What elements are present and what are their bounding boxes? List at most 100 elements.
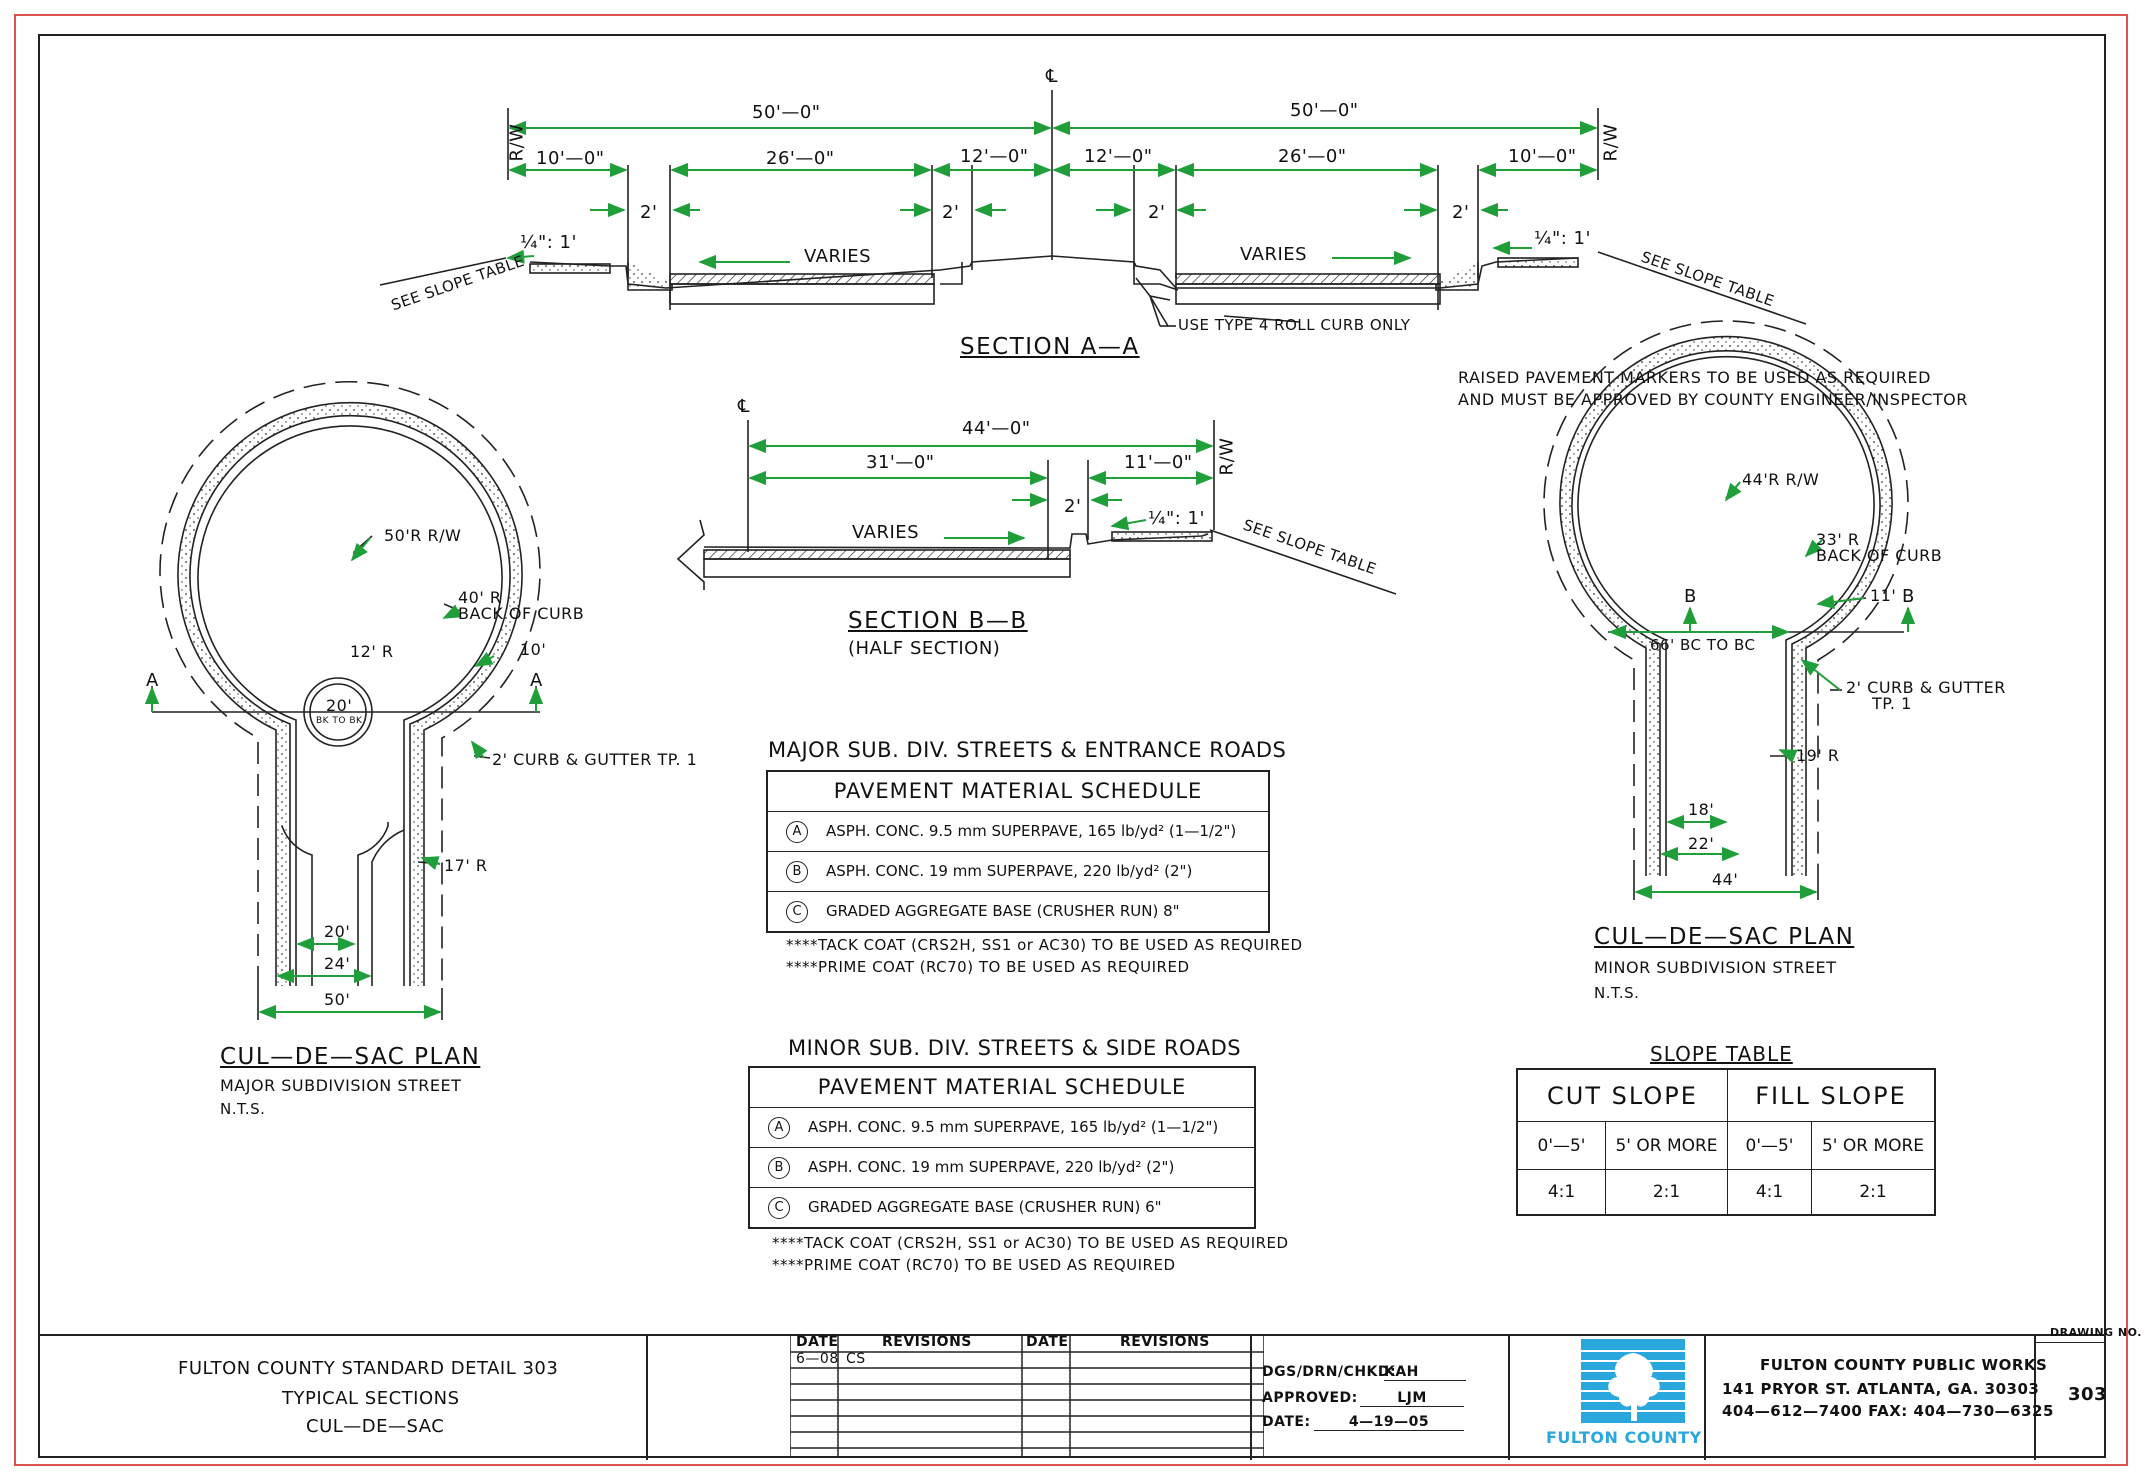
slope-cut-low-val: 4:1 (1518, 1170, 1606, 1214)
major-curb-radius: 40' R (458, 588, 502, 607)
major-plan-subtitle: MAJOR SUBDIVISION STREET (220, 1076, 462, 1095)
minor-curb-gutter-1: 2' CURB & GUTTER (1846, 678, 2006, 697)
agency-address: 141 PRYOR ST. ATLANTA, GA. 30303 (1722, 1380, 2040, 1398)
dgs-value: KAH (1384, 1364, 1466, 1381)
rev-date-header-2: DATE (1026, 1334, 1069, 1350)
major-return-radius: 17' R (444, 856, 488, 875)
major-schedule-heading: MAJOR SUB. DIV. STREETS & ENTRANCE ROADS (768, 738, 1287, 762)
minor-rw-radius: 44'R R/W (1742, 470, 1820, 489)
major-back-of-curb: BACK OF CURB (458, 604, 585, 623)
minor-item-a: ASPH. CONC. 9.5 mm SUPERPAVE, 165 lb/yd²… (808, 1118, 1219, 1136)
gutter-bb: 2' (1064, 496, 1082, 517)
minor-curb-radius: 33' R (1816, 530, 1860, 549)
minor-schedule-heading: MINOR SUB. DIV. STREETS & SIDE ROADS (788, 1036, 1242, 1060)
minor-item-b: ASPH. CONC. 19 mm SUPERPAVE, 220 lb/yd² … (808, 1158, 1175, 1176)
raised-markers-note-2: AND MUST BE APPROVED BY COUNTY ENGINEER/… (1458, 390, 1968, 409)
major-note-1: ****TACK COAT (CRS2H, SS1 or AC30) TO BE… (786, 936, 1303, 954)
minor-return-radius: 19' R (1796, 746, 1840, 765)
major-letter-a: A (786, 821, 808, 843)
dim-left-center: 12'—0" (960, 146, 1029, 167)
tb-divider (1704, 1336, 1706, 1460)
fulton-county-logo (1581, 1339, 1685, 1423)
slope-table: CUT SLOPE FILL SLOPE 0'—5' 5' OR MORE 0'… (1516, 1068, 1936, 1216)
major-item-c: GRADED AGGREGATE BASE (CRUSHER RUN) 8" (826, 902, 1180, 920)
tb-divider (1250, 1336, 1252, 1460)
agency-phone: 404—612—7400 FAX: 404—730—6325 (1722, 1402, 2054, 1420)
drawing-no-label: DRAWING NO. (2050, 1326, 2142, 1339)
major-rw-width: 50' (324, 990, 351, 1009)
drawing-no-divider (2034, 1342, 2106, 1343)
dim-right-shoulder: 10'—0" (1508, 146, 1577, 167)
logo-text: FULTON COUNTY (1546, 1428, 1702, 1447)
slope-fill-low-val: 4:1 (1728, 1170, 1812, 1214)
minor-schedule-row: B ASPH. CONC. 19 mm SUPERPAVE, 220 lb/yd²… (750, 1147, 1254, 1187)
date-label: DATE: (1262, 1414, 1311, 1430)
slope-cut-low: 0'—5' (1518, 1122, 1606, 1170)
gutter-3: 2' (1148, 202, 1166, 223)
varies-right: VARIES (1240, 244, 1308, 265)
minor-plan-scale: N.T.S. (1594, 984, 1640, 1002)
varies-bb: VARIES (852, 522, 920, 543)
slope-fill-high-val: 2:1 (1859, 1182, 1887, 1202)
rw-left: R/W (506, 123, 528, 162)
tb-divider (1508, 1336, 1510, 1460)
varies-left: VARIES (804, 246, 872, 267)
rw-bb: R/W (1216, 437, 1238, 476)
major-plan-scale: N.T.S. (220, 1100, 266, 1118)
major-curb-gutter: 2' CURB & GUTTER TP. 1 (492, 750, 698, 769)
gutter-4: 2' (1452, 202, 1470, 223)
tb-divider (2034, 1336, 2036, 1460)
minor-letter-b: B (768, 1157, 790, 1179)
approved-label: APPROVED: (1262, 1390, 1358, 1406)
minor-schedule-title: PAVEMENT MATERIAL SCHEDULE (817, 1075, 1187, 1099)
section-bb-title: SECTION B—B (848, 608, 1028, 634)
slope-ratio-left: ¼": 1' (520, 232, 577, 253)
major-section-mark-left: A (146, 670, 159, 691)
dim-bb-lane: 31'—0" (866, 452, 935, 473)
major-shoulder: 10' (520, 640, 547, 659)
rev-date-1: 6—08 (796, 1351, 839, 1367)
major-curb-width: 24' (324, 954, 351, 973)
major-rw-radius: 50'R R/W (384, 526, 462, 545)
major-inner-width: 20' (324, 922, 351, 941)
dim-right-center: 12'—0" (1084, 146, 1153, 167)
slope-fill-high: 5' OR MORE (1812, 1122, 1934, 1170)
major-island-width: 20' (326, 696, 353, 715)
dim-left-lane: 26'—0" (766, 148, 835, 169)
centerline-symbol-aa: ℄ (1046, 66, 1059, 87)
major-letter-c: C (786, 901, 808, 923)
rev-header-2: REVISIONS (1120, 1334, 1210, 1350)
major-schedule-title: PAVEMENT MATERIAL SCHEDULE (833, 779, 1203, 803)
roll-curb-note: USE TYPE 4 ROLL CURB ONLY (1178, 316, 1411, 334)
slope-fill-low: 0'—5' (1728, 1122, 1812, 1170)
minor-bc-to-bc: 66' BC TO BC (1650, 636, 1756, 654)
dim-left-shoulder: 10'—0" (536, 148, 605, 169)
major-schedule-row: C GRADED AGGREGATE BASE (CRUSHER RUN) 8" (768, 891, 1268, 931)
rw-right: R/W (1600, 123, 1622, 162)
major-item-b: ASPH. CONC. 19 mm SUPERPAVE, 220 lb/yd² … (826, 862, 1193, 880)
rev-header: REVISIONS (882, 1334, 972, 1350)
minor-section-mark-left: B (1684, 586, 1697, 607)
revision-grid (790, 1334, 1264, 1458)
approved-value: LJM (1360, 1390, 1464, 1407)
gutter-1: 2' (640, 202, 658, 223)
title-line-1: FULTON COUNTY STANDARD DETAIL 303 (178, 1358, 559, 1379)
major-cul-de-sac-geometry (152, 380, 541, 1020)
drawing-no: 303 (2068, 1384, 2108, 1405)
minor-back-of-curb: BACK OF CURB (1816, 546, 1943, 565)
dim-right-half: 50'—0" (1290, 100, 1359, 121)
title-block (38, 1334, 2106, 1460)
major-section-mark-right: A (530, 670, 543, 691)
title-line-2: TYPICAL SECTIONS (282, 1388, 460, 1409)
drawing-frame (38, 34, 2106, 1458)
minor-note-1: ****TACK COAT (CRS2H, SS1 or AC30) TO BE… (772, 1234, 1289, 1252)
minor-letter-c: C (768, 1197, 790, 1219)
rev-text-1: CS (846, 1351, 866, 1367)
major-island-bk: BK TO BK (316, 716, 363, 726)
tb-divider (646, 1336, 648, 1460)
